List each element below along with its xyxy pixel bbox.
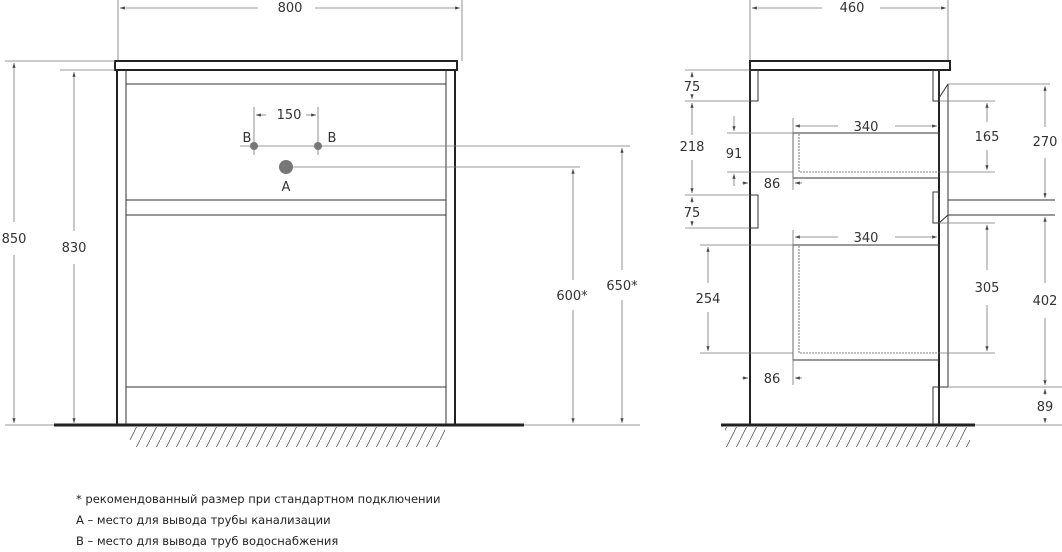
lower-drawer-offset-dimension: 86 [764,372,781,387]
upper-front-dimension: 165 [975,130,1000,145]
width-dimension: 800 [278,1,303,16]
plinth-dimension: 89 [1037,400,1054,415]
height-total-dimension: 850 [2,232,27,247]
cabinet-body [116,69,456,426]
depth-dimension: 460 [840,1,865,16]
water-pipe-left [250,142,258,150]
note-water: В – место для вывода труб водоснабжения [76,534,339,548]
lower-drawer-height-dimension: 254 [696,292,721,307]
water-label-left: B [243,131,252,146]
lower-facade-dimension: 402 [1033,294,1058,309]
legend-notes: * рекомендованный размер при стандартном… [76,489,441,552]
water-label-right: B [328,131,337,146]
upper-gap-dimension: 218 [680,140,705,155]
height-body-dimension: 830 [62,241,87,256]
upper-drawer-height-dimension: 91 [726,147,743,162]
lower-front-dimension: 305 [975,281,1000,296]
upper-drawer-depth-dimension: 340 [854,120,879,135]
lower-drawer [792,244,940,361]
upper-facade-dimension: 270 [1033,135,1058,150]
top-rail-dimension: 75 [684,80,701,95]
floor-hatch [130,427,445,447]
side-view: 460 75 218 75 91 86 340 340 254 86 165 2… [680,0,1062,447]
note-recommended: * рекомендованный размер при стандартном… [76,492,441,506]
drain-height-dimension: 600* [556,289,588,304]
front-view: 800 850 830 150 B B A 600* 650* [2,0,640,447]
water-pipe-right [314,142,322,150]
drain-pipe [279,160,293,174]
countertop [114,60,458,71]
mid-rail-dimension: 75 [684,206,701,221]
drain-label: A [282,180,291,195]
side-countertop [749,60,951,71]
lower-drawer-depth-dimension: 340 [854,231,879,246]
water-spacing-dimension: 150 [277,108,302,123]
upper-drawer-offset-dimension: 86 [764,177,781,192]
water-height-dimension: 650* [606,279,638,294]
upper-drawer [792,132,940,179]
note-drain: А – место для вывода трубы канализации [76,513,331,527]
